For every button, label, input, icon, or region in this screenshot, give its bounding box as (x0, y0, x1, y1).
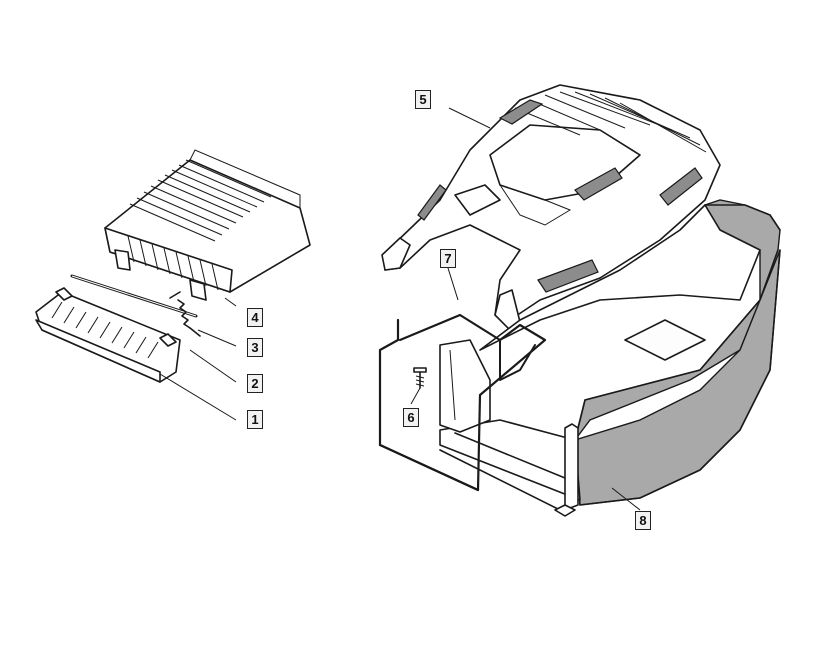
part-6-screw (413, 367, 427, 389)
callout-1: 1 (247, 410, 263, 429)
callout-5: 5 (415, 90, 431, 109)
callout-7: 7 (440, 249, 456, 268)
part-5-rear-cover (381, 84, 721, 331)
part-2-rod (70, 274, 198, 318)
callout-8: 8 (635, 511, 651, 530)
callout-2: 2 (247, 374, 263, 393)
part-8-grass-bag (439, 199, 781, 517)
leader-lines (159, 107, 641, 511)
part-3-spring (169, 291, 201, 337)
part-4-rear-flap (104, 149, 311, 301)
vent-grill (417, 99, 703, 293)
part-7-wire-handle (378, 313, 547, 492)
callout-6: 6 (403, 408, 419, 427)
part-1-hinge-piece (35, 287, 181, 383)
callout-4: 4 (247, 308, 263, 327)
callout-3: 3 (247, 338, 263, 357)
